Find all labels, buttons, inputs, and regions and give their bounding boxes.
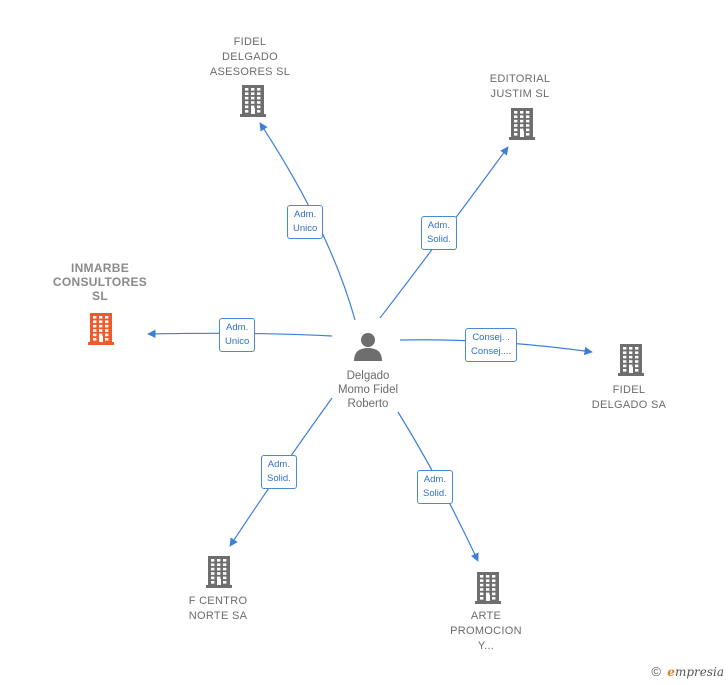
edge-label-fidel-delgado-sa[interactable]: Consej. . Consej....	[465, 328, 518, 362]
building-icon-f-centro-norte[interactable]	[206, 556, 232, 588]
company-label-arte-promocion[interactable]: ARTE PROMOCION Y...	[450, 610, 522, 652]
person-name-line: Momo Fidel	[337, 384, 399, 396]
building-icon-fidel-delgado-sa[interactable]	[618, 344, 644, 376]
copyright-symbol: ©	[651, 664, 661, 679]
company-label-fidel-delgado-asesores[interactable]: FIDEL DELGADO ASESORES SL	[209, 36, 291, 78]
company-label-inmarbe-consultores[interactable]: INMARBE CONSULTORES SL	[52, 261, 148, 303]
edge-label-fidel-delgado-asesores[interactable]: Adm. Unico	[287, 205, 324, 239]
person-name-line: Delgado	[346, 370, 390, 382]
building-icon-fidel-delgado-asesores[interactable]	[240, 85, 266, 117]
edge-label-editorial-justim[interactable]: Adm. Solid.	[421, 216, 457, 250]
building-icon-inmarbe-consultores[interactable]	[88, 313, 114, 345]
person-name-line: Roberto	[347, 398, 389, 410]
person-name[interactable]: Delgado Momo Fidel Roberto	[318, 369, 418, 411]
edge-label-f-centro-norte[interactable]: Adm. Solid.	[261, 455, 297, 489]
footer-brand[interactable]: © empresia	[651, 664, 724, 679]
company-label-f-centro-norte[interactable]: F CENTRO NORTE SA	[188, 595, 248, 622]
person-icon[interactable]	[354, 333, 382, 361]
building-icon-arte-promocion[interactable]	[475, 572, 501, 604]
empresia-logo: empresia	[667, 665, 724, 679]
building-icon-editorial-justim[interactable]	[509, 108, 535, 140]
edge-label-arte-promocion[interactable]: Adm. Solid.	[417, 470, 453, 504]
company-label-fidel-delgado-sa[interactable]: FIDEL DELGADO SA	[591, 384, 667, 411]
company-label-editorial-justim[interactable]: EDITORIAL JUSTIM SL	[489, 73, 551, 100]
edge-label-inmarbe-consultores[interactable]: Adm. Unico	[219, 318, 256, 352]
